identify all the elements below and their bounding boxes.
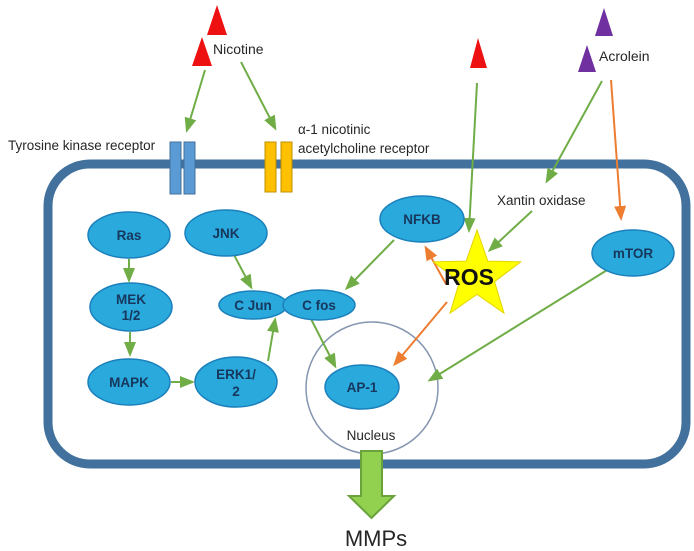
node-ellipse	[87, 211, 171, 259]
edge-jnk-to-cjun	[232, 252, 253, 290]
node-ellipse	[591, 229, 675, 277]
node-label: Ras	[117, 228, 142, 243]
node-label-line2: 1/2	[122, 308, 141, 323]
mmps-label: MMPs	[345, 526, 407, 551]
node-ellipse	[324, 364, 400, 410]
nucleus-label: Nucleus	[347, 428, 396, 443]
node-c-jun: C Jun	[218, 290, 288, 320]
red-triangle-icon	[207, 5, 227, 35]
receptor-bar-icon	[183, 141, 196, 195]
receptor-bar-icon	[169, 141, 182, 195]
mmps-output-arrow	[346, 450, 397, 520]
tyrosine-kinase-receptor	[169, 141, 196, 195]
node-mek-1-2: MEK 1/2	[89, 282, 173, 332]
node-mapk: MAPK	[87, 358, 171, 406]
node-label: NFKB	[403, 212, 441, 227]
nicotinic-receptor-label-line2: acetylcholine receptor	[298, 141, 430, 156]
edge-nfkb-to-cfos	[344, 239, 395, 291]
node-erk1-2: ERK1/ 2	[194, 356, 278, 408]
xantin-oxidase-label: Xantin oxidase	[497, 193, 586, 208]
node-c-fos: C fos	[282, 289, 356, 321]
node-label-line2: 2	[232, 384, 240, 399]
node-label-line1: MEK	[116, 292, 146, 307]
receptor-bar-icon	[280, 141, 293, 193]
a1-nicotinic-acetylcholine-receptor	[264, 141, 293, 193]
ros-star: ROS	[431, 228, 523, 315]
node-ras: Ras	[87, 211, 171, 259]
node-ap-1: AP-1	[324, 364, 400, 410]
red-triangle-icon	[470, 38, 487, 68]
acrolein-label: Acrolein	[599, 48, 650, 64]
edge-cfos-to-ap1	[310, 318, 337, 369]
node-label: AP-1	[347, 380, 378, 395]
edge-nicotine-to-ros	[463, 82, 478, 233]
node-ellipse	[194, 356, 278, 408]
star-icon	[431, 228, 523, 315]
edge-acrolein-to-mtor	[610, 79, 627, 221]
node-ellipse	[89, 282, 173, 332]
node-ellipse	[184, 209, 268, 257]
node-ellipse	[282, 289, 356, 321]
node-label: C fos	[302, 298, 336, 313]
node-label: MAPK	[109, 375, 149, 390]
edge-acrolein-to-xantin-oxidase	[545, 80, 603, 184]
node-label: JNK	[212, 226, 239, 241]
ros-label: ROS	[444, 264, 494, 290]
edge-erk-to-cjun	[267, 317, 279, 362]
tyrosine-kinase-receptor-label: Tyrosine kinase receptor	[8, 138, 156, 153]
node-label: C Jun	[234, 298, 272, 313]
node-label-line1: ERK1/	[216, 367, 256, 382]
node-ellipse	[87, 358, 171, 406]
edge-mtor-to-ap1	[427, 266, 613, 382]
node-label: mTOR	[613, 246, 654, 261]
edge-ros-to-nfkb	[424, 245, 447, 285]
node-mtor: mTOR	[591, 229, 675, 277]
node-jnk: JNK	[184, 209, 268, 257]
nicotine-triangles	[192, 5, 227, 66]
nicotinic-receptor-label-line1: α-1 nicotinic	[298, 122, 371, 137]
red-triangle-icon	[192, 37, 212, 66]
receptor-bar-icon	[264, 141, 277, 193]
purple-triangle-icon	[578, 45, 596, 72]
edge-nicotine-to-nicotinic-receptor	[240, 61, 277, 131]
edge-nicotine-to-tyrosine-kinase-receptor	[184, 69, 206, 133]
nicotine-label: Nicotine	[213, 41, 264, 57]
node-nfkb: NFKB	[379, 195, 465, 243]
edge-ros-to-ap1	[393, 301, 448, 367]
edges	[123, 61, 627, 388]
node-ellipse	[379, 195, 465, 243]
edge-xantin-oxidase-to-ros	[487, 210, 533, 253]
acrolein-triangles	[578, 8, 613, 72]
purple-triangle-icon	[595, 8, 613, 36]
